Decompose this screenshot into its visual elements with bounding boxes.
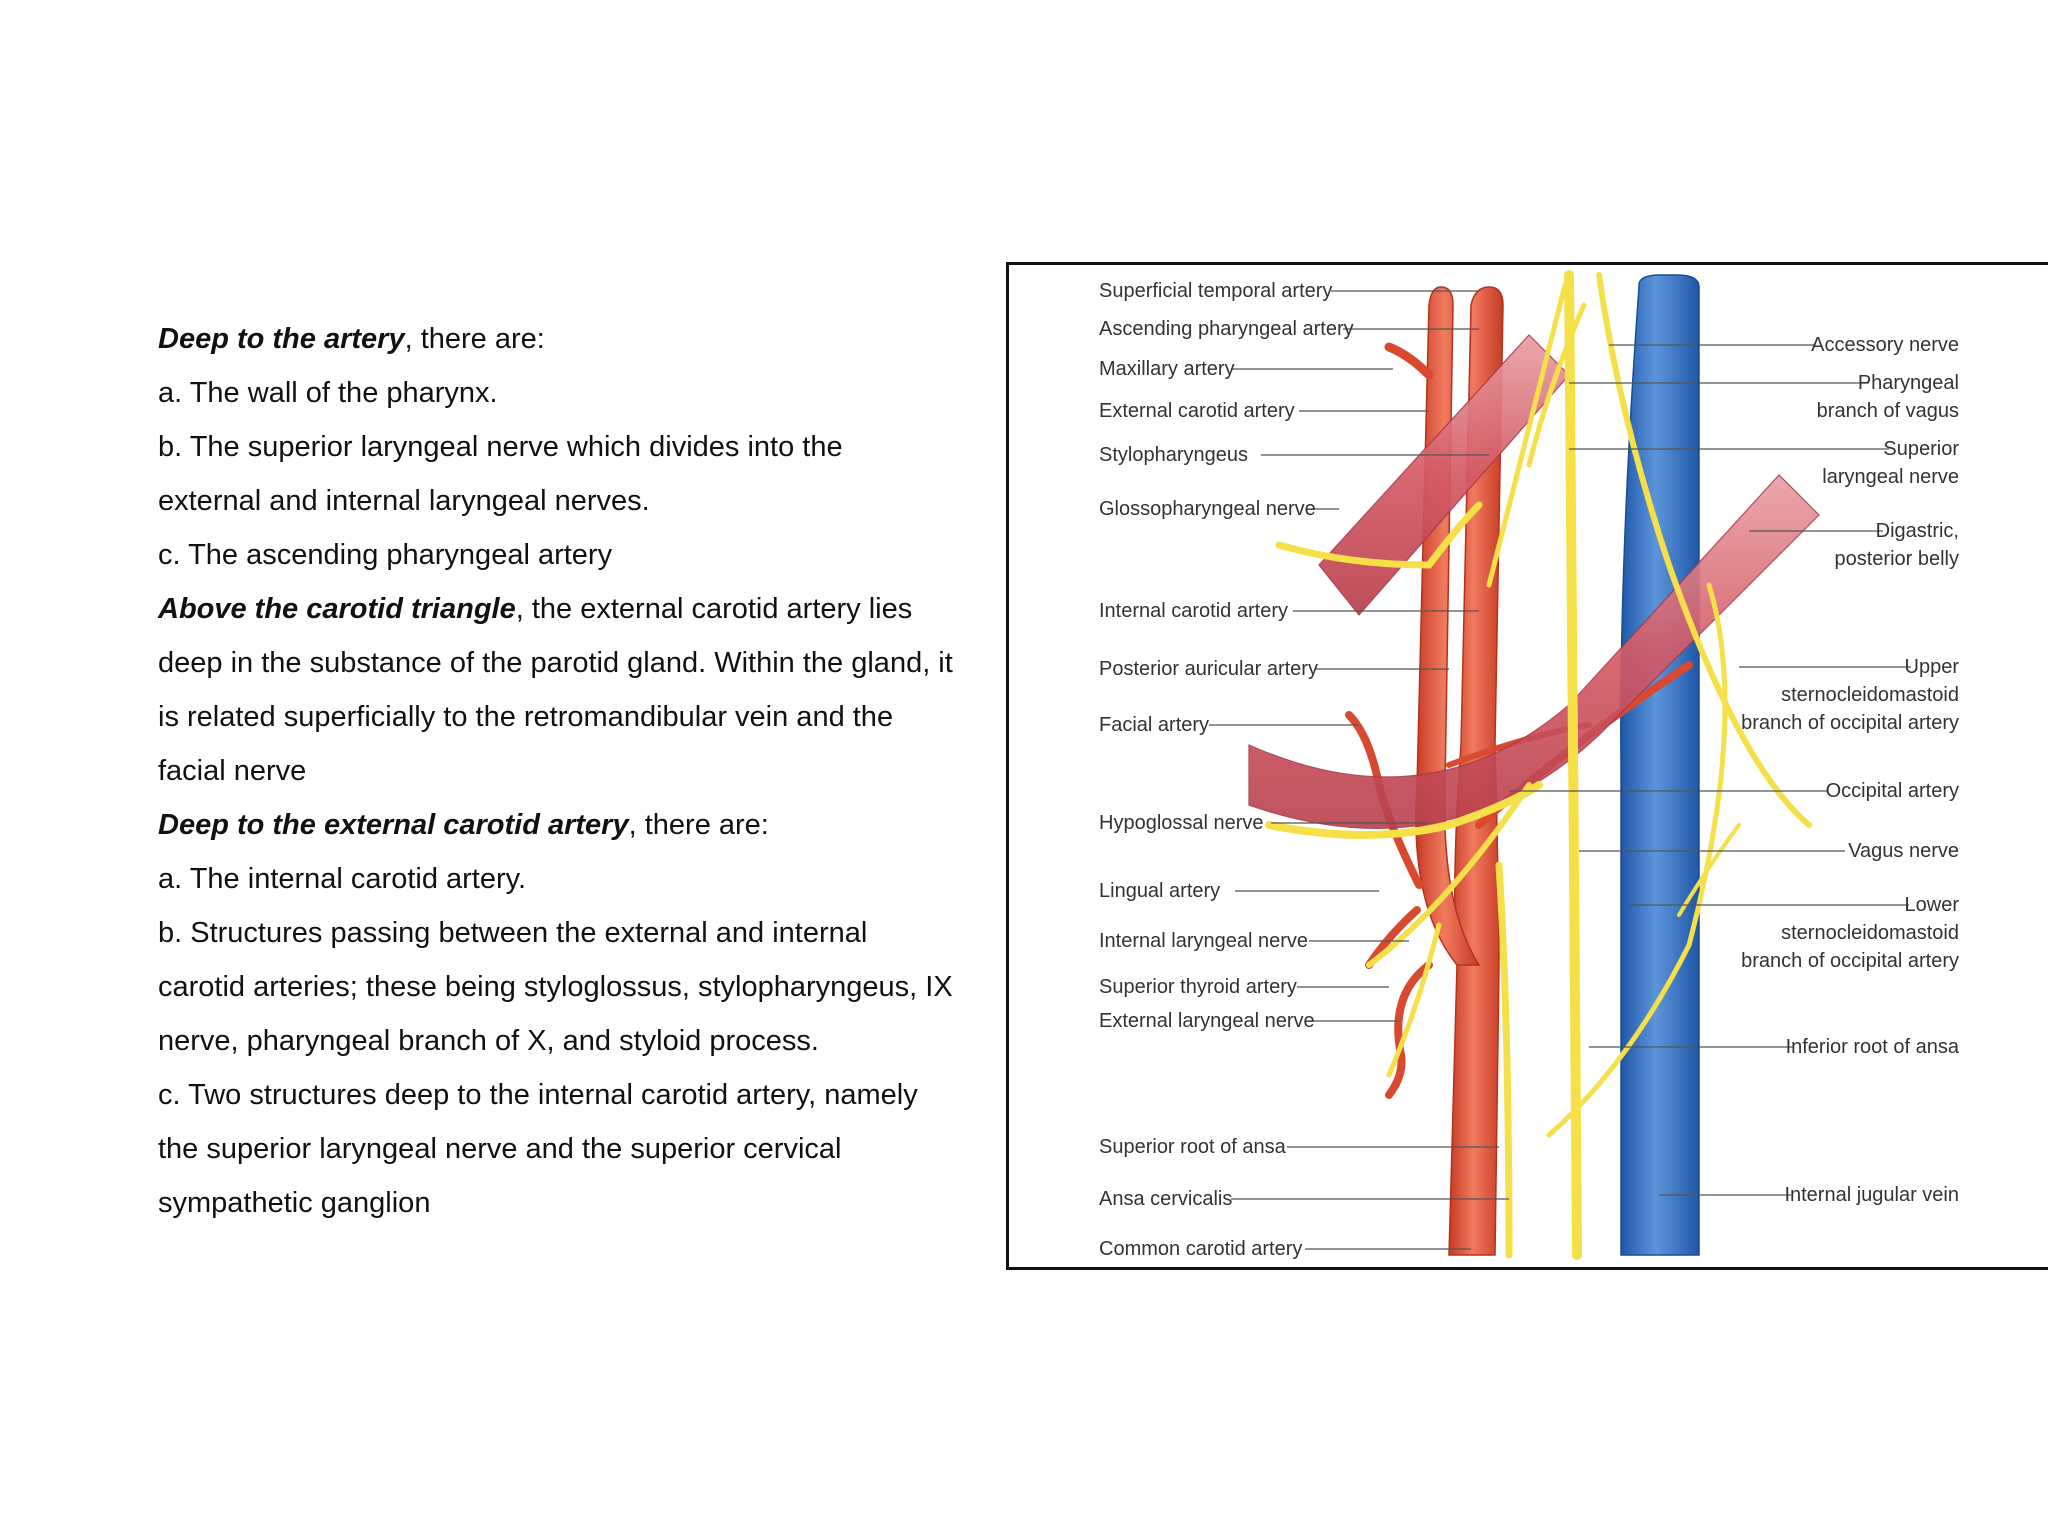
carotid-anatomy-figure: Superficial temporal artery Ascending ph…: [1006, 262, 2048, 1270]
text-block: Deep to the artery, there are: a. The wa…: [158, 312, 998, 1230]
heading-above-carotid-triangle: Above the carotid triangle: [158, 593, 516, 625]
label-posterior-belly: posterior belly: [1834, 548, 1959, 570]
label-digastric: Digastric,: [1876, 520, 1959, 542]
right-labels: Accessory nerve Pharyngeal branch of vag…: [1741, 334, 1960, 1206]
label-lower-sternocleidomastoid: sternocleidomastoid: [1781, 922, 1959, 944]
text-line: the superior laryngeal nerve and the sup…: [158, 1133, 842, 1165]
ansa-cervicalis: [1495, 861, 1513, 1259]
heading-rest: , there are:: [628, 809, 769, 841]
label-lower-branch-occipital: branch of occipital artery: [1741, 950, 1959, 972]
label-facial-artery: Facial artery: [1099, 714, 1209, 736]
label-upper-branch-occipital: branch of occipital artery: [1741, 712, 1959, 734]
internal-laryngeal-nerve: [1366, 782, 1532, 968]
label-glossopharyngeal-nerve: Glossopharyngeal nerve: [1099, 498, 1316, 520]
text-line: c. Two structures deep to the internal c…: [158, 1079, 918, 1111]
digastric-posterior-belly: [1248, 474, 1820, 829]
label-superior-root-of-ansa: Superior root of ansa: [1099, 1136, 1287, 1158]
superior-laryngeal-nerve: [1486, 282, 1568, 588]
heading-deep-to-artery: Deep to the artery: [158, 323, 405, 355]
text-line: deep in the substance of the parotid gla…: [158, 647, 953, 679]
nerves: [1265, 270, 1812, 1260]
text-line: b. The superior laryngeal nerve which di…: [158, 431, 843, 463]
text-line: c. The ascending pharyngeal artery: [158, 539, 613, 571]
label-posterior-auricular-artery: Posterior auricular artery: [1099, 658, 1318, 680]
text-line: facial nerve: [158, 755, 307, 787]
label-vagus-nerve: Vagus nerve: [1848, 840, 1959, 862]
label-branch-of-vagus: branch of vagus: [1817, 400, 1959, 422]
label-superficial-temporal-artery: Superficial temporal artery: [1099, 280, 1332, 302]
heading-rest: , there are:: [404, 323, 545, 355]
accessory-nerve: [1596, 272, 1812, 828]
label-internal-carotid-artery: Internal carotid artery: [1099, 600, 1288, 622]
text-line: a. The wall of the pharynx.: [158, 377, 498, 409]
label-occipital-artery: Occipital artery: [1826, 780, 1959, 802]
right-leader-lines: [1509, 344, 1911, 1196]
internal-jugular-vein: [1620, 274, 1700, 1256]
label-upper: Upper: [1905, 656, 1960, 678]
label-hypoglossal-nerve: Hypoglossal nerve: [1099, 812, 1264, 834]
hypoglossal-nerve: [1265, 781, 1543, 839]
text-line: external and internal laryngeal nerves.: [158, 485, 650, 517]
label-internal-jugular-vein: Internal jugular vein: [1784, 1184, 1959, 1206]
para-above-triangle-heading: Above the carotid triangle, the external…: [158, 582, 998, 636]
label-ascending-pharyngeal-artery: Ascending pharyngeal artery: [1099, 318, 1354, 340]
vagus-nerve: [1564, 270, 1582, 1260]
glossopharyngeal-nerve: [1275, 501, 1483, 569]
label-external-laryngeal-nerve: External laryngeal nerve: [1099, 1010, 1315, 1032]
label-ansa-cervicalis: Ansa cervicalis: [1099, 1188, 1232, 1210]
label-maxillary-artery: Maxillary artery: [1099, 358, 1235, 380]
para-deep-artery-heading: Deep to the artery, there are:: [158, 312, 998, 366]
label-upper-sternocleidomastoid: sternocleidomastoid: [1781, 684, 1959, 706]
label-common-carotid-artery: Common carotid artery: [1099, 1238, 1302, 1260]
label-laryngeal-nerve: laryngeal nerve: [1822, 466, 1959, 488]
label-external-carotid-artery: External carotid artery: [1099, 400, 1295, 422]
text-line: nerve, pharyngeal branch of X, and stylo…: [158, 1025, 819, 1057]
text-line: a. The internal carotid artery.: [158, 863, 527, 895]
label-superior-thyroid-artery: Superior thyroid artery: [1099, 976, 1297, 998]
label-stylopharyngeus: Stylopharyngeus: [1099, 444, 1248, 466]
heading-rest: , the external carotid artery lies: [515, 593, 913, 625]
text-line: b. Structures passing between the extern…: [158, 917, 868, 949]
text-line: carotid arteries; these being stylogloss…: [158, 971, 953, 1003]
text-line: is related superficially to the retroman…: [158, 701, 894, 733]
pharyngeal-branch-vagus: [1526, 302, 1587, 468]
inferior-root-ansa: [1546, 582, 1728, 1138]
left-leader-lines: [1209, 290, 1509, 1250]
label-superior: Superior: [1883, 438, 1959, 460]
label-pharyngeal: Pharyngeal: [1858, 372, 1959, 394]
maxillary-artery: [1384, 342, 1434, 380]
left-labels: Superficial temporal artery Ascending ph…: [1099, 280, 1354, 1260]
label-inferior-root-of-ansa: Inferior root of ansa: [1786, 1036, 1960, 1058]
text-line: sympathetic ganglion: [158, 1187, 431, 1219]
external-laryngeal-nerve: [1386, 922, 1442, 1078]
label-accessory-nerve: Accessory nerve: [1811, 334, 1959, 356]
anatomy-illustration: Superficial temporal artery Ascending ph…: [1099, 270, 1960, 1260]
label-lingual-artery: Lingual artery: [1099, 880, 1220, 902]
heading-deep-to-external-carotid: Deep to the external carotid artery: [158, 809, 629, 841]
label-lower: Lower: [1905, 894, 1960, 916]
para-deep-eca-heading: Deep to the external carotid artery, the…: [158, 798, 998, 852]
label-internal-laryngeal-nerve: Internal laryngeal nerve: [1099, 930, 1308, 952]
